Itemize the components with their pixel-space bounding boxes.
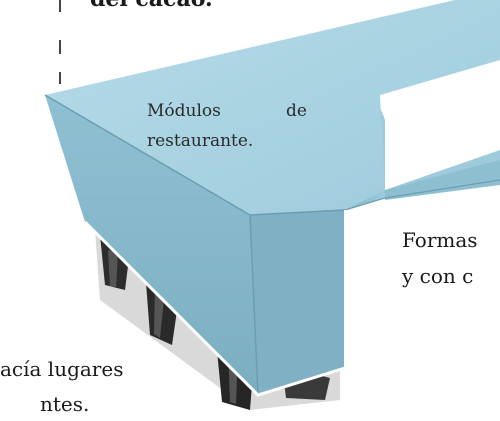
module-right-top: [385, 160, 500, 200]
modules-label: Módulos de restaurante.: [147, 96, 307, 156]
module-right-face: [250, 210, 345, 395]
module-front-face: [45, 95, 258, 395]
caption-bottom-line2: ntes.: [40, 392, 90, 416]
modules-line-2: restaurante.: [147, 131, 254, 151]
modules-word-1: Módulos: [147, 101, 221, 121]
caption-top: del cacao.: [90, 0, 213, 12]
caption-right-line1: Formas: [402, 228, 478, 252]
modules-word-2: de: [286, 101, 307, 121]
caption-right-line2: y con c: [402, 264, 474, 288]
caption-bottom-line1: acía lugares: [0, 357, 124, 381]
